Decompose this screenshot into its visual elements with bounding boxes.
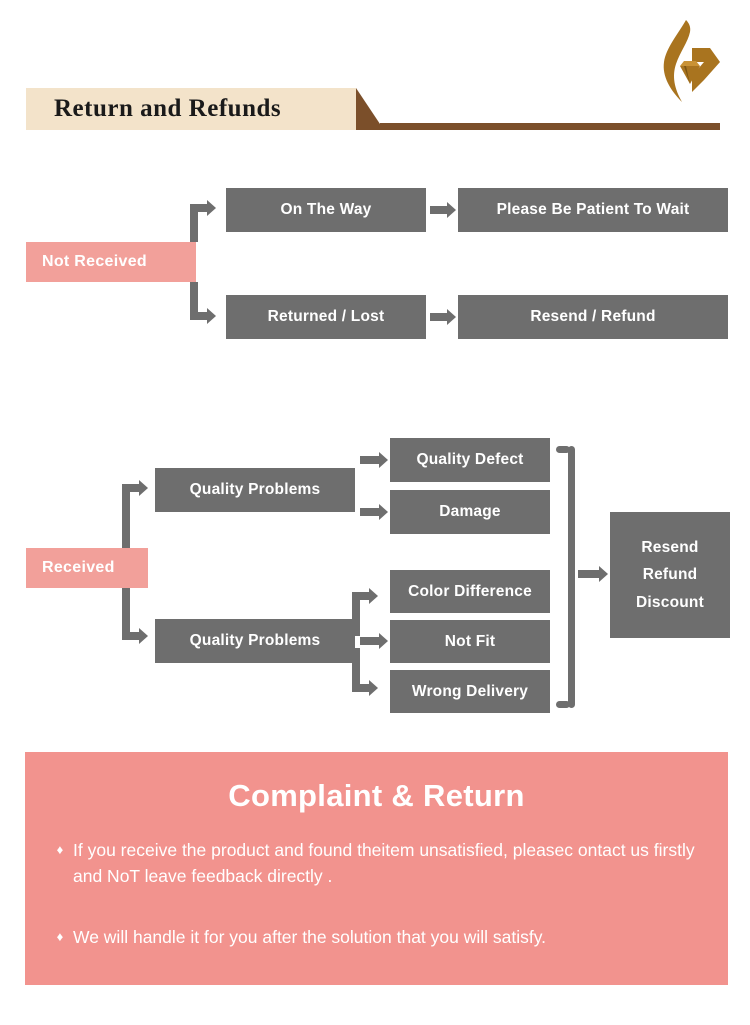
page-title: Return and Refunds	[54, 95, 282, 122]
arrow-returned-to-resend	[430, 309, 456, 325]
complaint-panel-title: Complaint & Return	[228, 778, 525, 813]
outcome-line-resend: Resend	[641, 538, 699, 556]
flow-box-please-be-patient-to-wait: Please Be Patient To Wait	[458, 188, 728, 232]
arrow-to-quality-defect	[360, 452, 388, 468]
flow-box-damage: Damage	[390, 490, 550, 534]
flow-box-quality-defect: Quality Defect	[390, 438, 550, 482]
flow-box-not-fit: Not Fit	[390, 620, 550, 663]
arrow-to-not-fit	[360, 633, 388, 649]
arrow-on-the-way-to-wait	[430, 202, 456, 218]
complaint-bullet-item: ♦ We will handle it for you after the so…	[47, 924, 707, 950]
flow-box-resend-refund: Resend / Refund	[458, 295, 728, 339]
flow-box-quality-problems-lower: Quality Problems	[155, 619, 355, 663]
flow-box-outcome-resend-refund-discount: Resend Refund Discount	[610, 512, 730, 638]
elbow-arrow-to-color-difference	[352, 584, 388, 636]
status-label-received: Received	[26, 548, 148, 588]
flow-box-wrong-delivery: Wrong Delivery	[390, 670, 550, 713]
flow-box-color-difference: Color Difference	[390, 570, 550, 613]
outcome-line-refund: Refund	[642, 566, 698, 584]
arrow-bracket-to-outcome	[578, 566, 608, 582]
gathering-bracket	[556, 446, 575, 708]
page-header: Return and Refunds	[0, 0, 750, 145]
complaint-bullet-text: We will handle it for you after the solu…	[73, 927, 547, 947]
arrow-to-damage	[360, 504, 388, 520]
complaint-bullet-item: ♦ If you receive the product and found t…	[47, 837, 707, 889]
elbow-arrow-down-not-received	[190, 282, 226, 328]
elbow-arrow-down-received	[122, 588, 158, 648]
elbow-arrow-up-received	[122, 476, 158, 548]
elbow-arrow-to-wrong-delivery	[352, 648, 388, 700]
header-divider-rule	[380, 123, 720, 130]
outcome-line-discount: Discount	[636, 593, 704, 611]
elbow-arrow-up-not-received	[190, 196, 226, 242]
diamond-bullet-icon: ♦	[56, 842, 64, 857]
flow-box-returned-lost: Returned / Lost	[226, 295, 426, 339]
flame-diamond-logo-icon	[648, 18, 724, 104]
title-banner: Return and Refunds	[26, 88, 356, 130]
flow-box-quality-problems-upper: Quality Problems	[155, 468, 355, 512]
status-label-not-received: Not Received	[26, 242, 196, 282]
complaint-return-panel: Complaint & Return ♦ If you receive the …	[25, 752, 728, 985]
flow-box-on-the-way: On The Way	[226, 188, 426, 232]
diamond-bullet-icon: ♦	[56, 929, 64, 944]
complaint-bullet-text: If you receive the product and found the…	[73, 840, 695, 886]
